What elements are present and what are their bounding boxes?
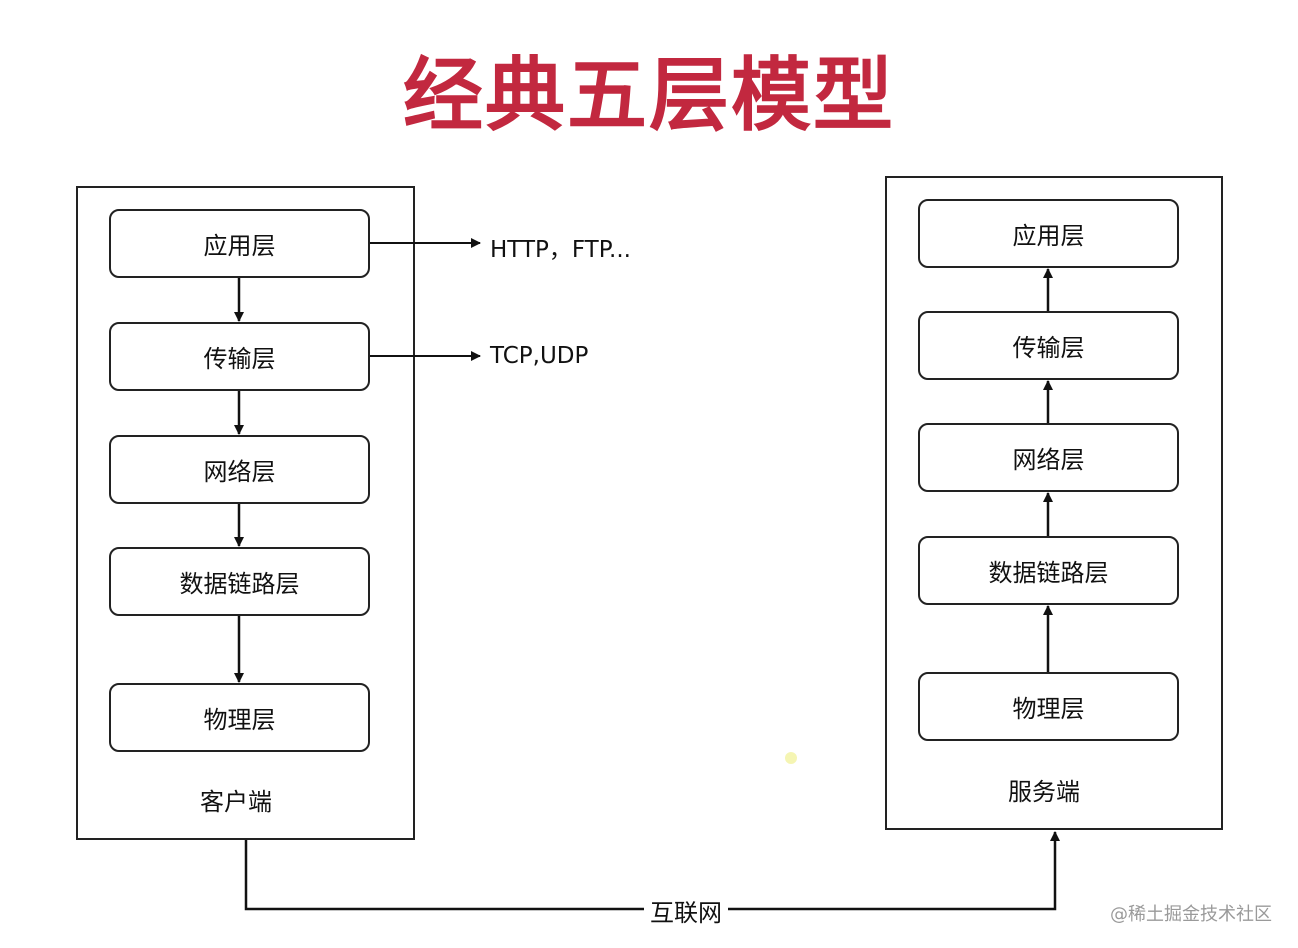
client-transport-layer: 传输层 [109, 322, 370, 391]
diagram-title: 经典五层模型 [403, 49, 895, 142]
watermark: @稀土掘金技术社区 [1110, 904, 1272, 925]
server-data-link-layer: 数据链路层 [918, 536, 1179, 605]
application-protocols: HTTP，FTP... [490, 237, 631, 263]
client-panel [76, 186, 415, 840]
cursor-dot [785, 752, 797, 764]
server-label: 服务端 [1008, 778, 1080, 806]
server-network-layer: 网络层 [918, 423, 1179, 492]
client-physical-layer: 物理层 [109, 683, 370, 752]
server-physical-layer: 物理层 [918, 672, 1179, 741]
server-application-layer: 应用层 [918, 199, 1179, 268]
server-transport-layer: 传输层 [918, 311, 1179, 380]
client-label: 客户端 [200, 788, 272, 816]
client-network-layer: 网络层 [109, 435, 370, 504]
internet-label: 互联网 [644, 893, 728, 928]
transport-protocols: TCP,UDP [490, 343, 589, 369]
client-application-layer: 应用层 [109, 209, 370, 278]
client-data-link-layer: 数据链路层 [109, 547, 370, 616]
server-panel [885, 176, 1223, 830]
